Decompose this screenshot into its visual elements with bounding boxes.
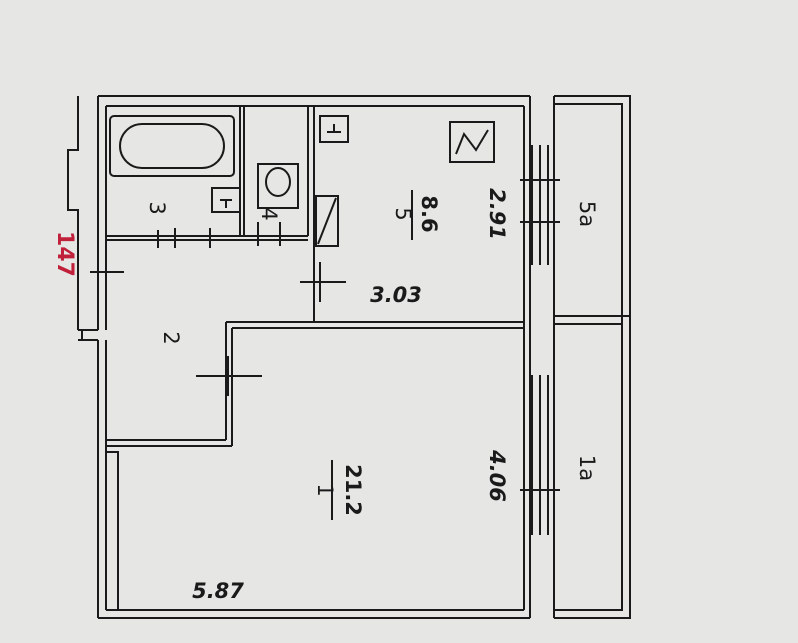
vent-shaft-icon xyxy=(315,195,339,247)
kitchen-height-dimension: 2.91 xyxy=(485,188,509,240)
fixtures xyxy=(109,115,495,247)
door-marks xyxy=(90,179,560,491)
toilet-icon xyxy=(257,163,299,209)
room-3-number: 3 xyxy=(145,201,169,214)
room-2-number: 2 xyxy=(159,331,183,344)
bathtub-icon xyxy=(109,115,235,177)
fraction-bars xyxy=(331,190,413,520)
room-1-area: 21.2 xyxy=(341,464,365,516)
handwritten-annotation: 147 xyxy=(52,231,77,277)
sink-icon xyxy=(211,187,241,213)
kitchen-width-dimension: 3.03 xyxy=(370,283,422,307)
interior-walls xyxy=(106,106,524,610)
balcony-1a-label: 1a xyxy=(575,455,599,481)
room-5-area: 8.6 xyxy=(417,195,441,232)
room-4-number: 4 xyxy=(257,207,281,220)
balconies xyxy=(553,95,631,619)
balcony-5a-label: 5a xyxy=(575,201,599,227)
room-height-dimension: 4.06 xyxy=(485,449,509,502)
room-1-number: 1 xyxy=(313,483,337,496)
stove-icon xyxy=(449,121,495,163)
room-width-dimension: 5.87 xyxy=(192,579,244,603)
kitchen-sink-icon xyxy=(319,115,349,143)
room-5-number: 5 xyxy=(391,207,415,220)
windows xyxy=(531,145,549,535)
